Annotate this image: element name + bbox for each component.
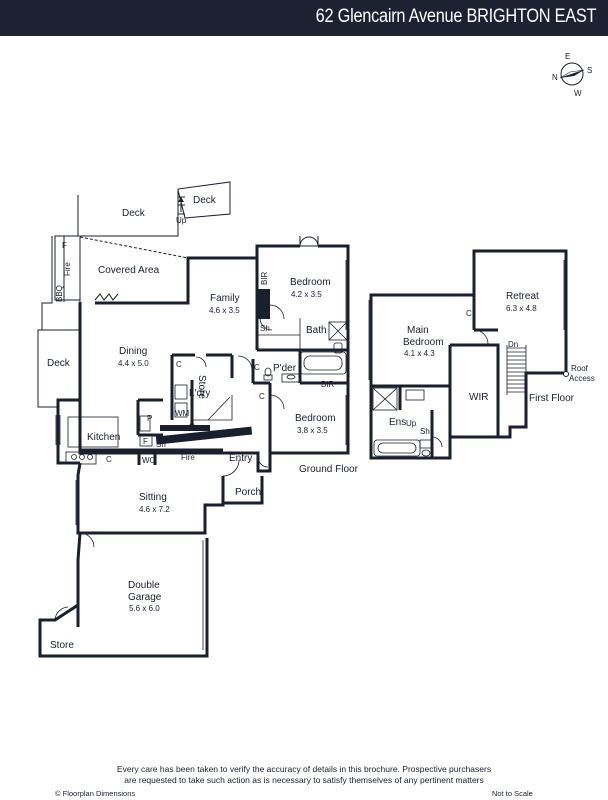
bir2-label: BIR: [321, 380, 335, 389]
bedroom2-label: Bedroom: [295, 413, 336, 424]
bir1-label: BIR: [260, 271, 269, 285]
sh1-label: Sh: [260, 324, 270, 333]
deck-top-right-label: Deck: [193, 195, 217, 206]
wo-label: WO: [142, 456, 156, 465]
retreat-label: Retreat: [506, 291, 539, 302]
ens-label: Ens: [389, 417, 406, 428]
ground-floor-label: Ground Floor: [299, 464, 359, 475]
first-floor-walls: [369, 249, 568, 460]
c-ldry-label: C: [176, 360, 182, 369]
bbq-label: BBQ: [55, 285, 64, 302]
family-room-label: Family: [210, 293, 239, 304]
window-markers: [55, 260, 347, 650]
pder-label: P'der: [273, 363, 297, 374]
deck-top-left-label: Deck: [122, 208, 146, 219]
door-swings: [54, 304, 285, 621]
compass-icon: E N S W: [552, 52, 592, 98]
compass-w-label: W: [574, 89, 582, 98]
header-bar: 62 Glencairn Avenue BRIGHTON EAST: [0, 0, 608, 36]
main-bedroom-label-line1: Main: [407, 325, 429, 336]
up-stair-label: Up: [236, 427, 247, 436]
dining-label: Dining: [119, 346, 147, 357]
deck-left-label: Deck: [47, 358, 71, 369]
f-kitchen-label: F: [143, 437, 148, 446]
deck-up-label: Up: [176, 216, 187, 225]
roof-access-hatch-icon: [563, 371, 569, 377]
roof-access-label-line2: Access: [569, 374, 595, 383]
fireplace-bar: [155, 426, 253, 445]
wir-label: WIR: [469, 392, 488, 403]
wm-label: WM: [175, 409, 190, 418]
first-floor-fixtures: [368, 260, 567, 457]
ground-floor-walls: [38, 244, 350, 658]
c-stair-label: C: [189, 422, 195, 431]
compass-s-label: S: [587, 66, 592, 75]
bedroom1-dim: 4.2 x 3.5: [291, 290, 322, 299]
bedroom-window: [299, 236, 319, 247]
main-bedroom-label-line2: Bedroom: [403, 337, 444, 348]
kitchen-label: Kitchen: [87, 432, 120, 443]
entry-label: Entry: [229, 453, 252, 464]
bedroom2-dim: 3.8 x 3.5: [297, 426, 328, 435]
dining-dim: 4.4 x 5.0: [118, 359, 149, 368]
c-kitchen-label: C: [106, 455, 112, 464]
floor-plan-canvas: E N S W: [37, 52, 595, 658]
disclaimer-line2: are requested to take such action as is …: [124, 775, 484, 785]
first-floor-label: First Floor: [529, 393, 575, 404]
bir-black-block: [257, 289, 270, 319]
store-vertical-label: Store: [196, 375, 207, 399]
f-outdoor-label: F: [62, 241, 67, 250]
ldry-label: L'dry: [189, 388, 210, 399]
c-first-label: C: [466, 309, 472, 318]
compass-e-label: E: [565, 52, 570, 61]
disclaimer: Every care has been taken to verify the …: [0, 764, 608, 786]
disclaimer-line1: Every care has been taken to verify the …: [116, 764, 492, 774]
dn-label: Dn: [508, 340, 518, 349]
bedroom1-label: Bedroom: [290, 277, 331, 288]
p-label: P: [147, 414, 152, 423]
sitting-dim: 4.6 x 7.2: [139, 505, 170, 514]
sitting-label: Sitting: [139, 492, 167, 503]
sh-first-label: Sh: [420, 427, 430, 436]
first-floor-stairs: [506, 345, 527, 395]
copyright-text: © Floorplan Dimensions: [55, 789, 136, 798]
fire-outdoor-label: Fire: [63, 262, 72, 276]
covered-area-break-icon: [94, 293, 119, 301]
not-to-scale-text: Not to Scale: [492, 789, 533, 798]
garage-label-line2: Garage: [128, 592, 162, 603]
property-address-title: 62 Glencairn Avenue BRIGHTON EAST: [315, 6, 596, 27]
garage-label-line1: Double: [128, 580, 160, 591]
store-garage-label: Store: [50, 640, 74, 651]
bath-label: Bath: [306, 325, 327, 336]
family-room-dim: 4.6 x 3.5: [209, 306, 240, 315]
garage-dim: 5.6 x 6.0: [129, 604, 160, 613]
sh-kitchen-label: Sh: [156, 440, 166, 449]
roof-access-label-line1: Roof: [571, 364, 589, 373]
compass-n-label: N: [552, 73, 558, 82]
retreat-dim: 6.3 x 4.8: [506, 304, 537, 313]
kitchen-wall-black: [160, 425, 210, 431]
c-bed2-label: C: [259, 392, 265, 401]
up-first-label: Up: [406, 419, 417, 428]
bath-fixtures: [257, 318, 348, 383]
fire-label: Fire: [181, 453, 195, 462]
main-bedroom-dim: 4.1 x 4.3: [404, 349, 435, 358]
deck-up-arrow-icon: [178, 197, 184, 212]
kitchen-fixtures: [65, 384, 233, 465]
covered-area-label: Covered Area: [98, 265, 160, 276]
porch-label: Porch: [235, 487, 261, 498]
c-pder-label: C: [254, 363, 260, 372]
